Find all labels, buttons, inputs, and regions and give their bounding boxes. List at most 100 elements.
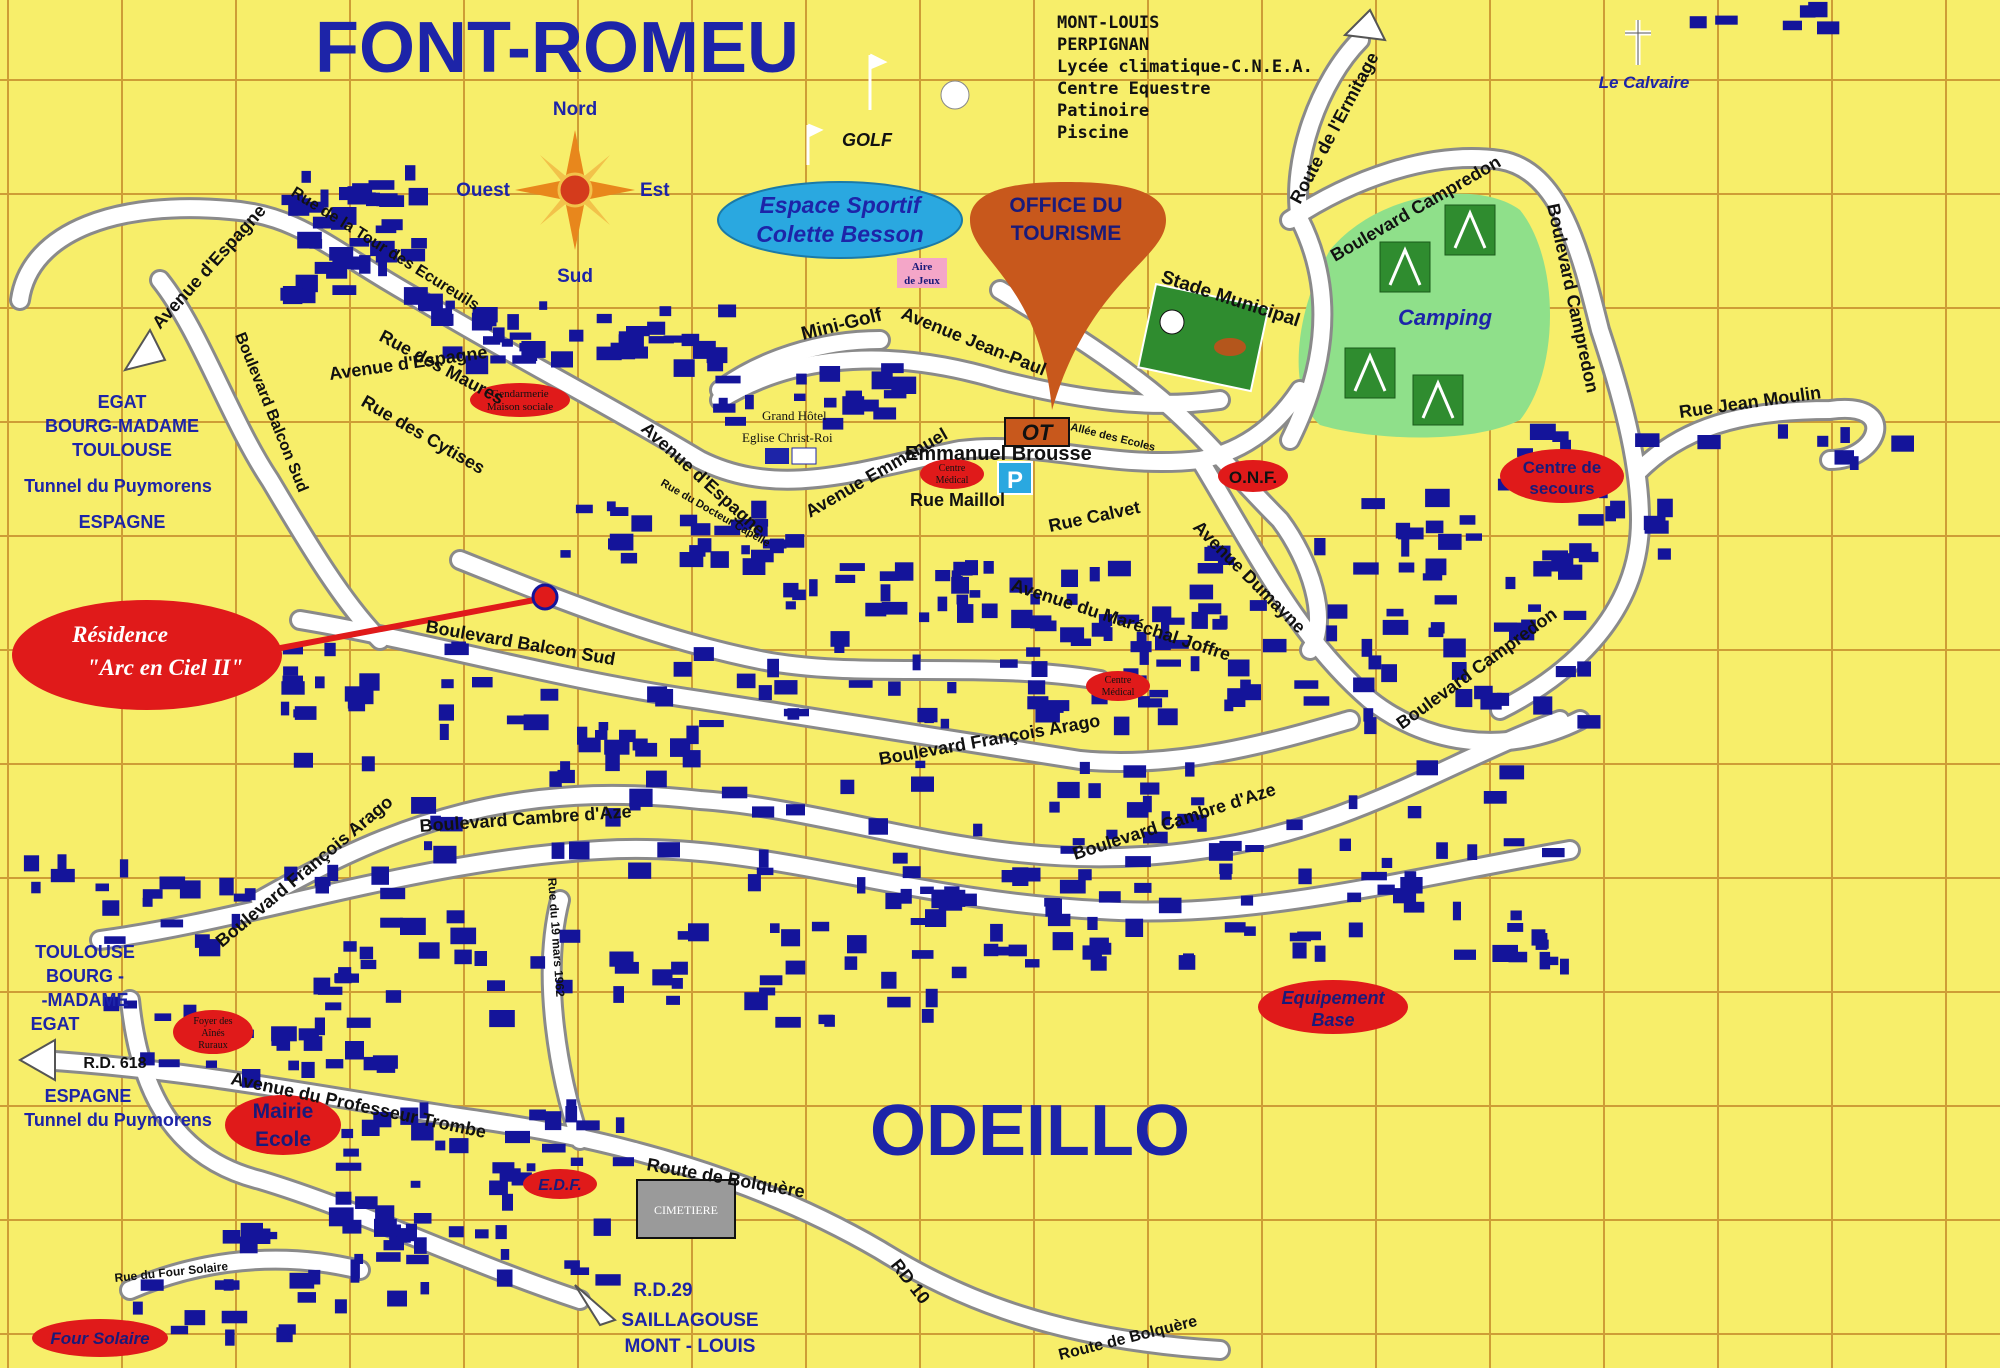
building [142, 889, 163, 899]
building [620, 552, 638, 564]
arrow-west-lower[interactable] [17, 1038, 56, 1082]
arrow-north[interactable] [1342, 8, 1387, 42]
building-blocks [23, 1, 1914, 1346]
building [1503, 838, 1525, 847]
building [626, 326, 650, 337]
camping[interactable]: Camping [1344, 204, 1496, 426]
building [445, 300, 455, 309]
building [1353, 562, 1379, 575]
building [1125, 918, 1144, 937]
building [612, 1157, 634, 1167]
building [23, 855, 40, 872]
building [911, 776, 934, 792]
building [614, 961, 639, 974]
building [1348, 795, 1358, 810]
building [767, 658, 779, 678]
golf[interactable]: GOLF [806, 53, 970, 165]
building [775, 1016, 801, 1028]
building [880, 584, 891, 602]
building [271, 1037, 283, 1046]
building [335, 1162, 362, 1171]
building [1161, 617, 1185, 625]
building [505, 1130, 530, 1144]
edf[interactable]: E.D.F. [523, 1169, 597, 1199]
building [1483, 791, 1507, 804]
building [276, 1327, 293, 1343]
building [1087, 916, 1098, 930]
building [769, 538, 784, 554]
cimetiere[interactable]: CIMETIERE [636, 1179, 736, 1239]
road-fill [12, 32, 1884, 1358]
church-icon [765, 447, 817, 465]
building [419, 1102, 429, 1119]
building [281, 681, 305, 695]
building [1452, 901, 1461, 921]
building [301, 201, 325, 213]
building [1465, 533, 1482, 541]
building [1012, 867, 1029, 886]
building [1635, 433, 1660, 447]
parking[interactable]: P [997, 461, 1033, 495]
building [406, 1254, 429, 1265]
building [295, 288, 313, 297]
building [560, 761, 571, 772]
building [1219, 863, 1233, 875]
building [1097, 942, 1112, 955]
building [718, 397, 728, 406]
building [1208, 843, 1233, 861]
building [1407, 806, 1422, 819]
building [1443, 638, 1466, 658]
four-solaire[interactable]: Four Solaire [32, 1319, 168, 1357]
building [659, 306, 672, 317]
building [647, 686, 668, 703]
building [542, 1143, 566, 1153]
building [1079, 761, 1090, 774]
building [350, 1265, 360, 1283]
building [361, 756, 375, 772]
building [990, 923, 1003, 942]
equipement-base[interactable]: Equipement Base [1258, 980, 1408, 1034]
building [604, 739, 630, 755]
building [496, 1269, 513, 1287]
mairie-ecole[interactable]: Mairie Ecole [225, 1095, 341, 1155]
building [320, 189, 329, 208]
dest-lycee: Lycée climatique-C.N.E.A. [1057, 57, 1313, 77]
building [293, 709, 303, 718]
building [438, 704, 454, 721]
building [1368, 655, 1382, 670]
residence-arc-en-ciel[interactable]: Résidence "Arc en Ciel II" [12, 583, 559, 710]
four-solaire-label: Four Solaire [50, 1329, 149, 1348]
onf[interactable]: O.N.F. [1218, 460, 1288, 492]
espace-sportif[interactable]: Espace Sportif Colette Besson [717, 181, 963, 259]
building [465, 355, 489, 375]
building [606, 501, 616, 512]
building [450, 927, 477, 945]
centre-medical-1[interactable]: Centre Médical [920, 459, 984, 489]
building [1098, 614, 1113, 626]
centre-medical-2[interactable]: Centre Médical [1086, 671, 1150, 701]
building [221, 1310, 248, 1324]
calvaire[interactable]: Le Calvaire [1599, 20, 1690, 92]
foyer-aines[interactable]: Foyer des Aînés Ruraux [173, 1010, 253, 1054]
centre-secours[interactable]: Centre de secours [1500, 449, 1624, 503]
building [1177, 813, 1199, 829]
office-tourisme[interactable]: OFFICE DU TOURISME OT [970, 182, 1166, 447]
parking-icon: P [1007, 467, 1023, 494]
building [414, 1237, 427, 1254]
arrow-south[interactable] [574, 1284, 617, 1327]
gendarmerie[interactable]: Gendarmerie Maison sociale [470, 383, 570, 417]
building [1546, 956, 1559, 966]
building [1363, 708, 1374, 722]
building [400, 248, 426, 262]
building [559, 929, 581, 943]
arrow-west-upper[interactable] [122, 327, 167, 372]
building [1891, 435, 1914, 452]
building [1289, 932, 1311, 942]
building [973, 823, 983, 837]
building [824, 397, 837, 408]
building [102, 900, 120, 916]
residence-line2: "Arc en Ciel II" [87, 655, 244, 680]
building [1217, 556, 1235, 565]
building [539, 301, 548, 310]
building [1381, 664, 1397, 683]
